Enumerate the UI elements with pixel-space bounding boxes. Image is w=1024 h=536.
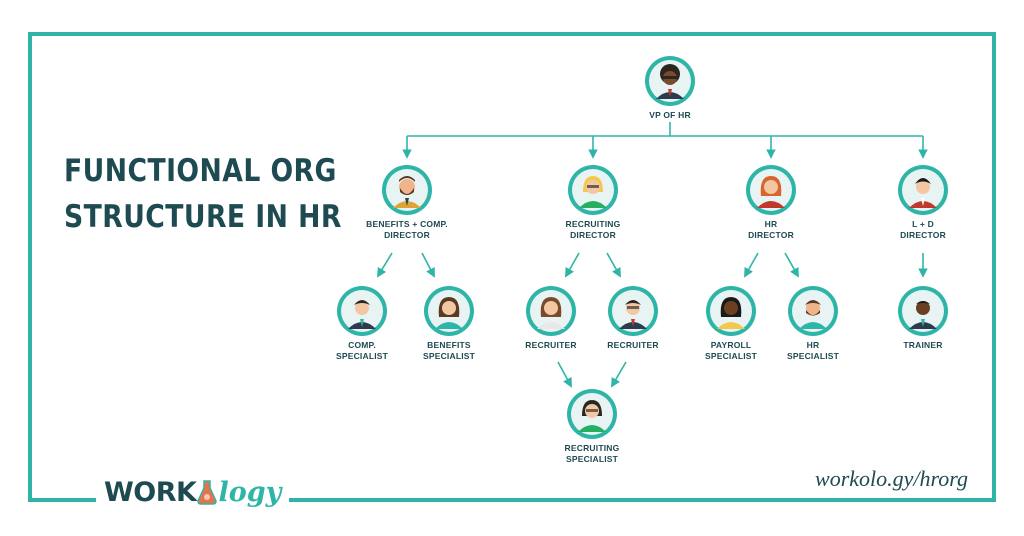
avatar-icon (746, 165, 796, 215)
avatar-icon (526, 286, 576, 336)
avatar-icon (706, 286, 756, 336)
node-label: COMP.SPECIALIST (335, 340, 389, 361)
connectors (377, 122, 928, 388)
avatar-icon (788, 286, 838, 336)
logo-logy-text: logy (218, 476, 282, 508)
avatar-icon (568, 165, 618, 215)
node-label: RECRUITER (607, 340, 659, 350)
avatar-icon (898, 286, 948, 336)
node-label: RECRUITER (525, 340, 577, 350)
diagram-title: FUNCTIONAL ORG STRUCTURE IN HR (64, 148, 342, 240)
avatar-icon (337, 286, 387, 336)
flask-icon (197, 480, 218, 505)
avatar-icon (567, 389, 617, 439)
avatar-icon (382, 165, 432, 215)
workology-logo: WORK logy (96, 470, 290, 514)
logo-work-text: WORK (104, 476, 197, 508)
border-frame (28, 32, 996, 502)
title-line-1: FUNCTIONAL ORG (64, 153, 337, 189)
node-recruiter-1: RECRUITER (491, 286, 611, 351)
node-label: TRAINER (903, 340, 943, 350)
node-trainer: TRAINER (863, 286, 983, 351)
node-label: VP OF HR (649, 110, 691, 120)
avatar-icon (898, 165, 948, 215)
avatar-icon (608, 286, 658, 336)
avatar-icon (645, 56, 695, 106)
node-benefits-comp-director: BENEFITS + COMP.DIRECTOR (347, 165, 467, 241)
avatar-icon (424, 286, 474, 336)
node-vp-of-hr: VP OF HR (610, 56, 730, 121)
node-recruiter-2: RECRUITER (573, 286, 693, 351)
title-line-2: STRUCTURE IN HR (64, 199, 342, 235)
url-text: workolo.gy/hrorg (809, 466, 974, 492)
node-label: BENEFITS + COMP.DIRECTOR (366, 219, 448, 240)
node-comp-specialist: COMP.SPECIALIST (302, 286, 422, 362)
